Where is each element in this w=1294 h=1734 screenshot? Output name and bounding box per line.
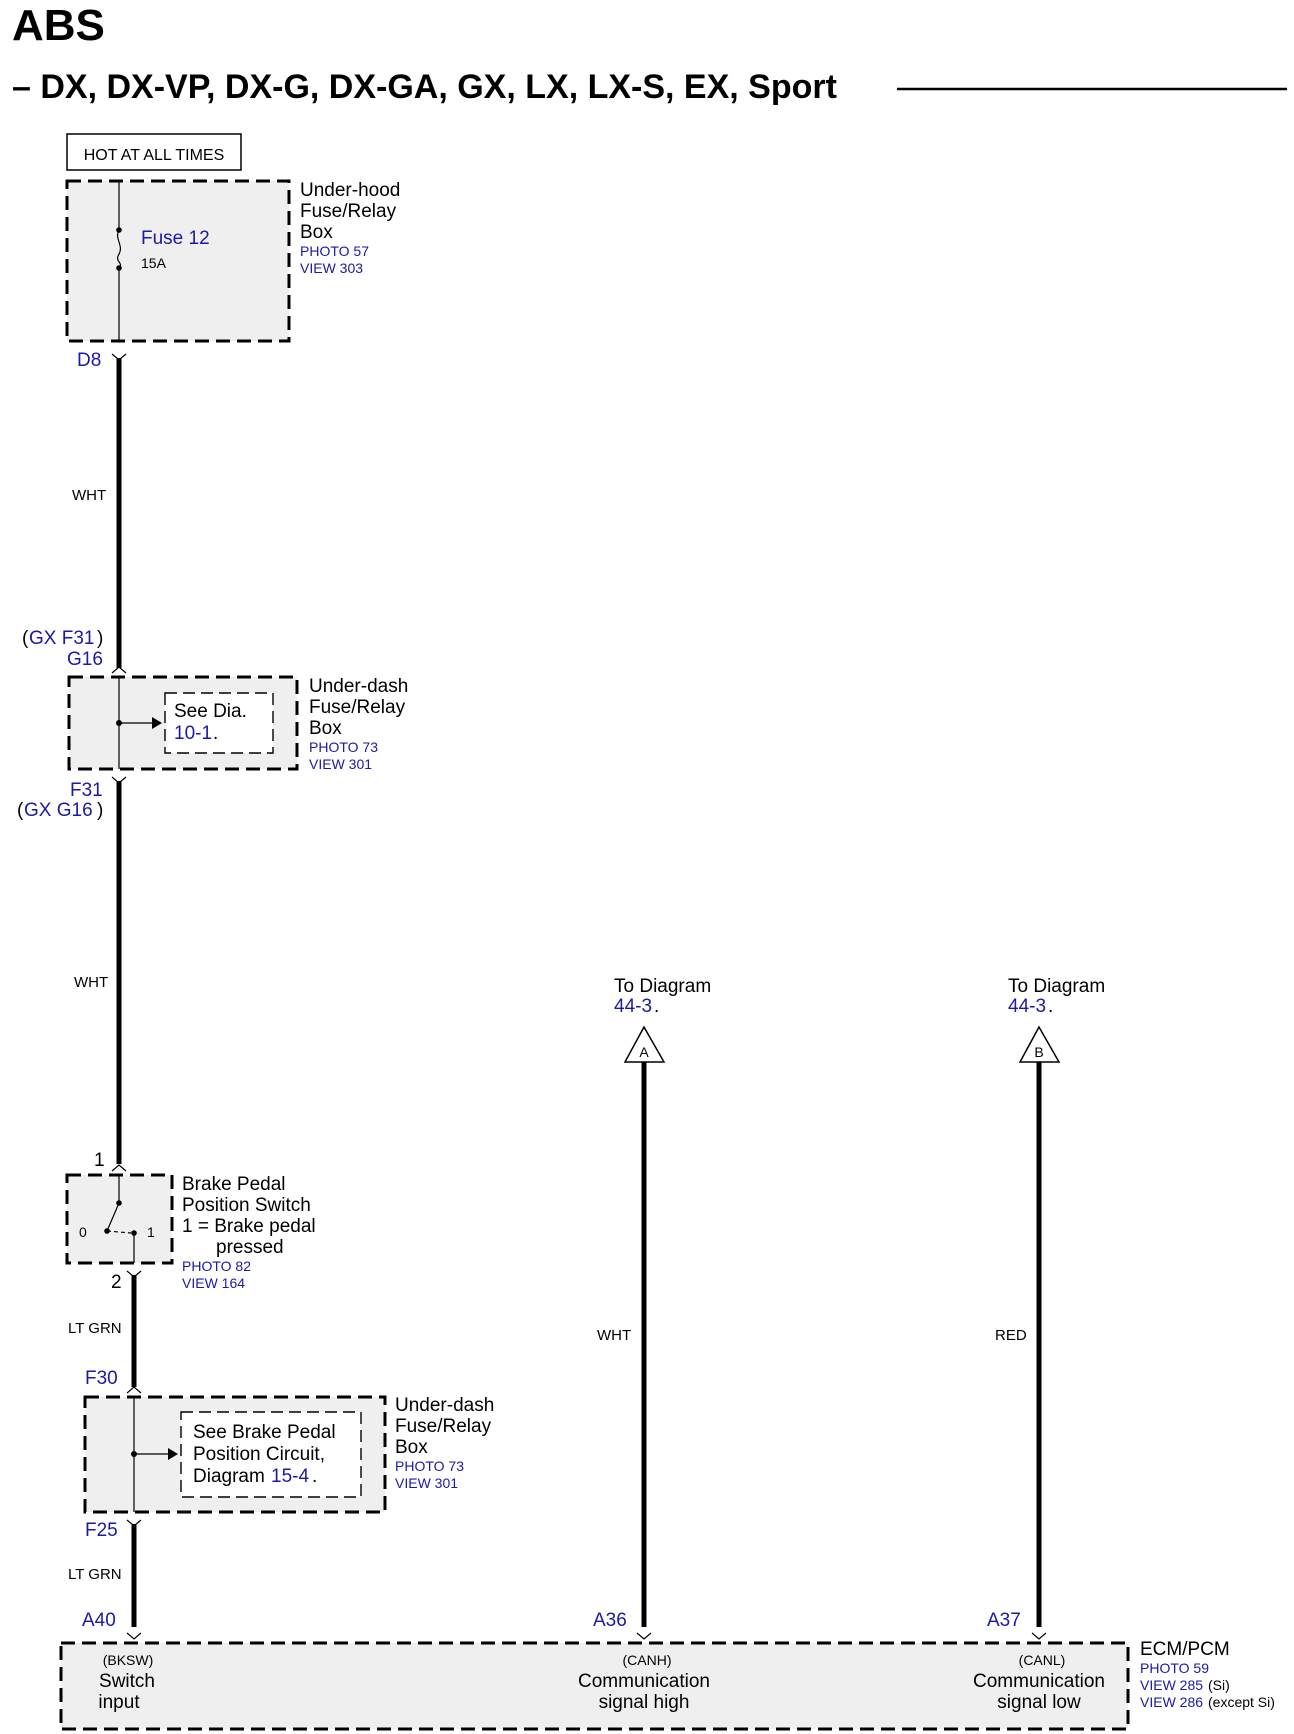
arrow-icon [168,1448,178,1460]
underhood-fuse-box [65,179,291,343]
see-brake-prefix: Diagram [193,1466,265,1487]
see-brake-line-2: Position Circuit, [193,1444,325,1465]
page-title: ABS [12,1,105,50]
to-diagram-b-ref[interactable]: 44-3 [1008,996,1046,1017]
ecm-pin-desc-canl-1: Communication [973,1671,1105,1692]
pin-g16-alt-open: ( [22,628,29,649]
wire-label-lt-grn-2: LT GRN [68,1566,122,1583]
underhood-view-ref: VIEW 303 [300,260,363,276]
see-brake-circuit-box [180,1411,362,1498]
underdash-2-name-3: Box [395,1437,428,1458]
underhood-name-3: Box [300,222,333,243]
ecm-view-2-ref: VIEW 286 [1140,1694,1203,1710]
ecm-pin-code-canh: (CANH) [623,1652,672,1668]
see-dia-suffix: . [213,723,218,744]
to-diagram-a-suffix: . [654,996,659,1017]
pin-g16-alt: GX F31 [29,628,94,649]
switch-pos-0: 0 [79,1224,87,1240]
to-diagram-a-ref[interactable]: 44-3 [614,996,652,1017]
pin-switch-1: 1 [94,1150,105,1171]
connector-a36 [636,1632,652,1640]
underdash-2-name-2: Fuse/Relay [395,1416,492,1437]
ecm-pcm-box [59,1641,1130,1731]
ecm-pin-code-canl: (CANL) [1019,1652,1066,1668]
connector-a-letter: A [639,1044,649,1060]
pin-d8: D8 [77,350,101,371]
see-brake-ref[interactable]: 15-4 [271,1466,309,1487]
ecm-name: ECM/PCM [1140,1639,1230,1660]
ecm-photo-ref: PHOTO 59 [1140,1660,1209,1676]
switch-name-1: Brake Pedal [182,1174,286,1195]
see-brake-suffix: . [312,1466,317,1487]
pin-a40: A40 [82,1610,116,1631]
to-diagram-a-text: To Diagram [614,976,711,997]
ecm-pin-desc-bksw-2: input [98,1692,140,1713]
underhood-name-2: Fuse/Relay [300,201,397,222]
pin-f31: F31 [70,780,103,801]
underdash-1-name-3: Box [309,718,342,739]
ecm-view-1-ref: VIEW 285 [1140,1677,1203,1693]
pin-f31-alt-close: ) [97,800,103,821]
pin-switch-2: 2 [111,1272,122,1293]
to-diagram-b-suffix: . [1048,996,1053,1017]
wire-label-canh: WHT [597,1327,631,1344]
underhood-name-1: Under-hood [300,180,400,201]
connector-a40 [126,1632,142,1640]
fuse-terminal-top [116,227,122,233]
ecm-pin-desc-canh-2: signal high [599,1692,690,1713]
pin-f31-alt-open: ( [17,800,24,821]
switch-photo-ref: PHOTO 82 [182,1258,251,1274]
switch-name-4: pressed [216,1237,284,1258]
pin-f25: F25 [85,1520,118,1541]
underdash-2-photo-ref: PHOTO 73 [395,1458,464,1474]
wire-label-canl: RED [995,1327,1027,1344]
see-dia-box [164,692,274,754]
ecm-pin-desc-bksw-1: Switch [99,1671,155,1692]
switch-view-ref: VIEW 164 [182,1275,245,1291]
wire-label-lt-grn-1: LT GRN [68,1320,122,1337]
ecm-view-2-note: (except Si) [1208,1694,1275,1710]
pin-f31-alt: GX G16 [24,800,93,821]
see-dia-ref[interactable]: 10-1 [174,723,212,744]
switch-name-2: Position Switch [182,1195,311,1216]
connector-g16 [111,666,127,674]
underdash-1-photo-ref: PHOTO 73 [309,739,378,755]
to-diagram-b-text: To Diagram [1008,976,1105,997]
connector-a37 [1031,1632,1047,1640]
fuse-name: Fuse 12 [141,228,210,249]
underdash-1-name-1: Under-dash [309,676,408,697]
pin-f30: F30 [85,1368,118,1389]
wire-label-wht-2: WHT [74,974,108,991]
see-brake-line-1: See Brake Pedal [193,1422,336,1443]
hot-label: HOT AT ALL TIMES [84,147,225,164]
see-dia-prefix: See Dia. [174,701,247,722]
ecm-pin-desc-canh-1: Communication [578,1671,710,1692]
ecm-view-1-note: (Si) [1208,1677,1230,1693]
arrow-icon [152,717,162,729]
fuse-rating: 15A [141,255,167,271]
pin-g16: G16 [67,649,103,670]
connector-b-letter: B [1034,1044,1043,1060]
switch-name-3: 1 = Brake pedal [182,1216,316,1237]
connector-f30 [126,1386,142,1394]
underhood-photo-ref: PHOTO 57 [300,243,369,259]
page-subtitle: – DX, DX-VP, DX-G, DX-GA, GX, LX, LX-S, … [12,68,837,106]
pin-a37: A37 [987,1610,1021,1631]
wire-label-wht-1: WHT [72,487,106,504]
underdash-2-name-1: Under-dash [395,1395,494,1416]
switch-blade [106,1202,120,1232]
ecm-pin-code-bksw: (BKSW) [103,1652,154,1668]
underdash-2-view-ref: VIEW 301 [395,1475,458,1491]
ecm-pin-desc-canl-2: signal low [997,1692,1081,1713]
underdash-1-name-2: Fuse/Relay [309,697,406,718]
pin-a36: A36 [593,1610,627,1631]
connector-switch-1 [111,1164,127,1172]
switch-pos-1: 1 [147,1224,155,1240]
hot-label-box [66,133,242,171]
fuse-12-symbol [116,229,122,269]
underdash-1-view-ref: VIEW 301 [309,756,372,772]
pin-g16-alt-close: ) [97,628,103,649]
